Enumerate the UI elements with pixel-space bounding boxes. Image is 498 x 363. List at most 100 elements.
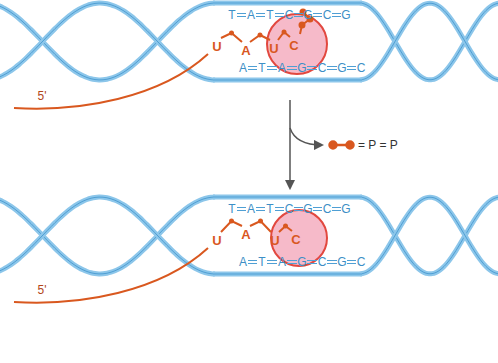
base-bond xyxy=(256,207,265,208)
dna-strand xyxy=(0,197,215,274)
dna-strand xyxy=(0,197,215,274)
dna-strand xyxy=(360,3,498,80)
dna-base: C xyxy=(285,8,294,22)
base-bond xyxy=(294,16,303,17)
base-bond xyxy=(237,14,356,264)
dna-helix xyxy=(0,3,498,274)
base-bond xyxy=(332,207,341,208)
dna-base: G xyxy=(337,255,346,269)
base-bond xyxy=(287,66,297,67)
dna-strand xyxy=(213,78,362,83)
base-bond xyxy=(327,69,337,70)
base-bond xyxy=(313,16,322,17)
dna-strand xyxy=(213,195,362,200)
dna-base: A xyxy=(247,202,255,216)
base-bond xyxy=(237,210,246,211)
dna-base: T xyxy=(258,255,265,269)
dna-base: C xyxy=(357,255,366,269)
base-bond xyxy=(287,260,297,261)
base-bond xyxy=(327,66,337,67)
dna-strand-edge xyxy=(360,197,498,274)
rna-backbone xyxy=(221,30,292,233)
dna-base: A xyxy=(247,8,255,22)
reaction-arrow xyxy=(289,100,291,188)
dna-base: G xyxy=(297,61,306,75)
dna-base: C xyxy=(323,8,332,22)
pyrophosphate-symbol xyxy=(330,142,354,149)
rna-base: A xyxy=(241,43,250,58)
base-bond xyxy=(307,69,317,70)
dna-strand xyxy=(360,197,498,274)
base-bond xyxy=(237,13,246,14)
phosphate-dot xyxy=(282,30,287,35)
dna-base: A xyxy=(278,255,286,269)
dna-strand-edge xyxy=(0,3,215,80)
base-bond xyxy=(275,207,284,208)
base-bond xyxy=(248,260,257,261)
dna-base: T xyxy=(228,202,235,216)
base-bond xyxy=(267,260,277,261)
base-bond xyxy=(307,66,317,67)
dna-strand-edge xyxy=(213,3,362,4)
dna-strand-edge xyxy=(213,80,362,81)
base-bond xyxy=(313,207,322,208)
base-bond xyxy=(327,263,337,264)
base-bond xyxy=(332,13,341,14)
dna-base: T xyxy=(266,8,273,22)
dna-base: C xyxy=(285,202,294,216)
dna-base: G xyxy=(303,202,312,216)
dna-base: G xyxy=(337,61,346,75)
dna-strand xyxy=(360,3,498,80)
rna-polymerase xyxy=(267,14,327,74)
dna-base: G xyxy=(297,255,306,269)
phosphate-dot xyxy=(283,224,288,229)
base-bond xyxy=(313,210,322,211)
base-bond xyxy=(287,69,297,70)
base-bond xyxy=(307,263,317,264)
legend-text: = P = P xyxy=(358,139,398,151)
base-bond xyxy=(275,210,284,211)
rna-base: A xyxy=(241,227,250,242)
base-bond xyxy=(248,69,257,70)
dna-strand-edge xyxy=(213,274,362,275)
dna-strand xyxy=(360,197,498,274)
base-bond xyxy=(256,210,265,211)
base-bond xyxy=(275,16,284,17)
base-bond xyxy=(347,66,356,67)
dna-strand xyxy=(213,1,362,6)
dna-base: T xyxy=(228,8,235,22)
rna-strand xyxy=(14,54,208,109)
rna-base: U xyxy=(269,41,278,56)
dna-base: A xyxy=(278,61,286,75)
base-bond xyxy=(327,260,337,261)
base-bond xyxy=(307,260,317,261)
rna-strand xyxy=(14,248,208,303)
dna-base: C xyxy=(323,202,332,216)
base-bond xyxy=(237,16,246,17)
phosphate-dot xyxy=(229,31,234,36)
dna-strand-edge xyxy=(0,3,215,80)
base-bond xyxy=(347,260,356,261)
base-bond xyxy=(275,13,284,14)
rna-base: U xyxy=(270,233,279,248)
base-bond xyxy=(267,66,277,67)
dna-strand-edge xyxy=(360,3,498,80)
phosphate-dot xyxy=(258,33,263,38)
strand-end-label: 5' xyxy=(38,89,47,103)
rna-base: C xyxy=(289,38,298,53)
dna-strand-edge xyxy=(360,3,498,80)
dna-strand xyxy=(213,272,362,277)
rna-base: C xyxy=(291,232,300,247)
base-bond xyxy=(256,16,265,17)
base-bond xyxy=(294,13,303,14)
base-bond xyxy=(267,263,277,264)
base-bond xyxy=(248,263,257,264)
dna-strand-edge xyxy=(360,197,498,274)
dna-base: T xyxy=(258,61,265,75)
dna-base: G xyxy=(341,8,350,22)
base-bond xyxy=(287,263,297,264)
strand-end-label: 5' xyxy=(38,283,47,297)
dna-base: C xyxy=(357,61,366,75)
base-bond xyxy=(267,69,277,70)
dna-base: A xyxy=(239,255,247,269)
